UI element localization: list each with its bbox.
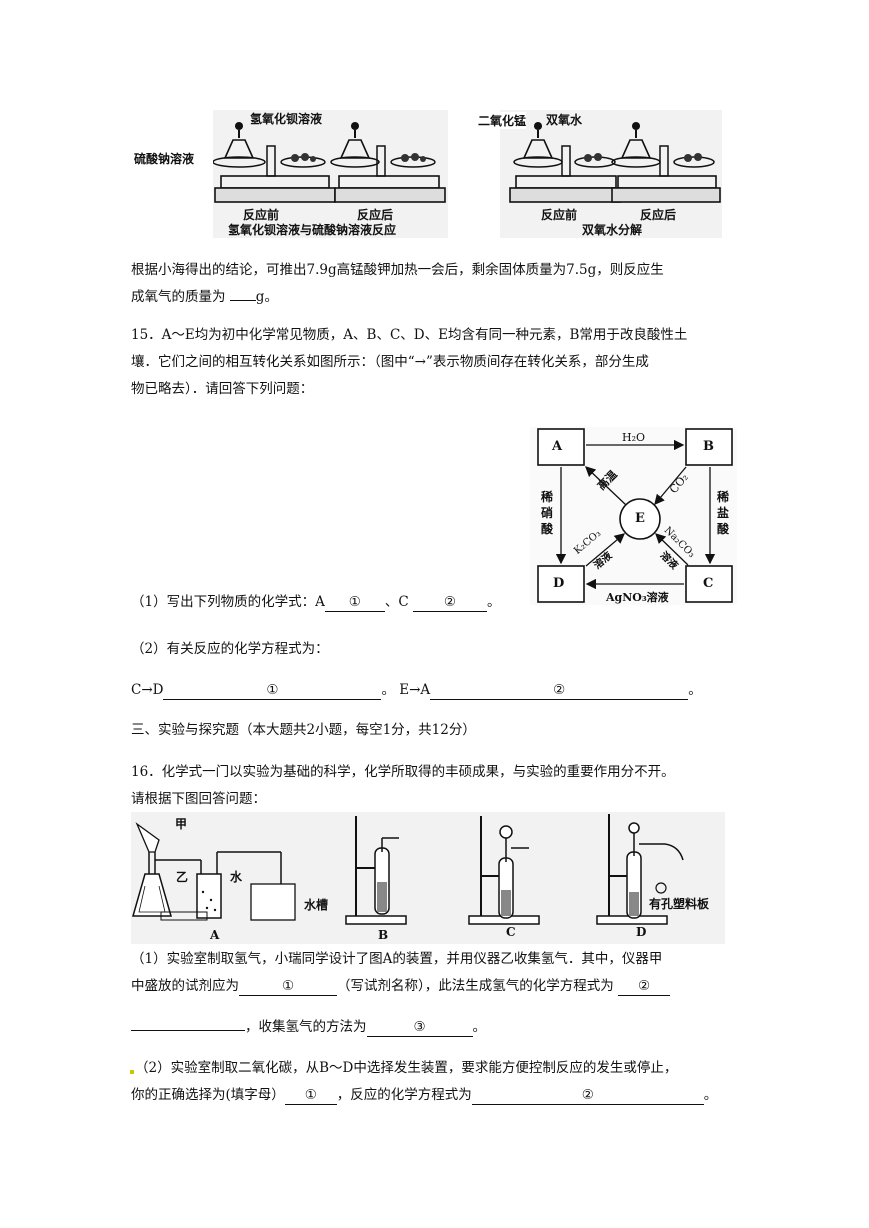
q16-line2: 请根据下图回答问题： <box>131 791 266 807</box>
balance-right-before: 反应前 <box>541 208 578 222</box>
balance-left-before: 反应前 <box>243 208 280 222</box>
balance-figure-right <box>500 110 722 238</box>
q15-line3: 物已略去）．请回答下列问题： <box>131 381 314 397</box>
q16-p1-line2-a: 中盛放的试剂应为 <box>131 978 239 994</box>
q14-line1: 根据小海得出的结论，可推出7.9g高锰酸钾加热一会后，剩余固体质量为7.5g，则… <box>131 262 664 278</box>
apparatus-label-A: A <box>210 928 220 942</box>
q15-sub1-prefix: （1）写出下列物质的化学式：A <box>131 594 325 610</box>
section-3-heading: 三、实验与探究题（本大题共2小题，每空1分，共12分） <box>131 722 476 738</box>
balance-left-caption: 氢氧化钡溶液与硫酸钠溶液反应 <box>228 223 397 237</box>
apparatus-plate-label: 有孔塑料板 <box>649 895 710 912</box>
apparatus-water-label: 水 <box>230 870 243 884</box>
apparatus-trough-label: 水槽 <box>304 898 329 912</box>
balance-right-caption: 双氧水分解 <box>582 223 643 237</box>
label-a-to-d-1: 稀 <box>541 490 554 504</box>
q15-eq1-prefix: C→D <box>131 682 164 698</box>
balance-right-after: 反应后 <box>640 208 677 222</box>
label-a-to-d-3: 酸 <box>541 522 554 536</box>
q15-C-formula-blank[interactable]: ② <box>412 593 487 612</box>
apparatus-illustration <box>132 814 684 925</box>
q14-line2-suffix: g。 <box>255 289 278 305</box>
q14-line2: 成氧气的质量为 g。 <box>131 282 278 312</box>
balance-right-illustration <box>509 122 721 203</box>
label-b-to-c-1: 稀 <box>717 490 730 504</box>
q16-line1: 16．化学式一门以实验为基础的科学，化学所取得的丰硕成果，与实验的重要作用分不开… <box>131 764 675 780</box>
balance-right-label-top: 双氧水 <box>546 113 583 127</box>
apparatus-yi-label: 乙 <box>176 870 189 884</box>
apparatus-jia-label: 甲 <box>175 817 188 831</box>
balance-left-label-top: 氢氧化钡溶液 <box>250 112 323 126</box>
q16-p2-line2-b: ，反应的化学方程式为 <box>336 1087 472 1103</box>
q16-hydrogen-equation-blank[interactable]: ② <box>618 977 671 996</box>
q15-sub2: （2）有关反应的化学方程式为： <box>131 641 329 657</box>
node-D: D <box>553 576 565 591</box>
label-a-to-d-2: 硝 <box>541 506 554 520</box>
conversion-diagram-arrows <box>537 428 733 603</box>
q16-p2-end: 。 <box>703 1087 718 1103</box>
apparatus-figure <box>131 812 725 944</box>
node-A: A <box>552 439 563 454</box>
label-c-to-d: AgNO₃溶液 <box>606 591 669 604</box>
q14-line2-prefix: 成氧气的质量为 <box>131 289 230 305</box>
yellow-dot-mark <box>130 1070 134 1074</box>
q15-eq-end: 。 <box>688 682 702 698</box>
q16-collection-method-blank[interactable]: ③ <box>366 1018 473 1037</box>
q15-c-to-d-equation-blank[interactable]: ① <box>163 681 382 700</box>
balance-left-illustration <box>212 122 446 203</box>
q15-sub1-mid: 、C <box>384 594 413 610</box>
q15-line1: 15．A～E均为初中化学常见物质，A、B、C、D、E均含有同一种元素，B常用于改… <box>131 327 688 343</box>
node-E: E <box>635 511 645 526</box>
q15-A-formula-blank[interactable]: ① <box>324 593 385 612</box>
q15-line2: 壤．它们之间的相互转化关系如图所示：（图中“→”表示物质间存在转化关系，部分生成 <box>131 354 649 370</box>
node-C: C <box>703 576 714 591</box>
apparatus-label-D: D <box>636 925 647 939</box>
q15-e-to-a-equation-blank[interactable]: ② <box>430 681 689 700</box>
q16-co2-equation-blank[interactable]: ② <box>471 1086 704 1105</box>
q15-sub1-end: 。 <box>486 594 501 610</box>
label-b-to-c-2: 盐 <box>717 506 730 520</box>
q16-hydrogen-equation-continued-blank[interactable] <box>131 1012 245 1031</box>
balance-figure-left <box>212 110 448 238</box>
conversion-diagram <box>530 427 737 605</box>
q14-oxygen-mass-blank[interactable] <box>229 282 256 301</box>
balance-left-after: 反应后 <box>357 208 394 222</box>
apparatus-label-C: C <box>506 925 516 939</box>
balance-left-label-left: 硫酸钠溶液 <box>134 150 195 167</box>
q16-p2-line1: （2）实验室制取二氧化碳，从B～D中选择发生装置，要求能方便控制反应的发生或停止… <box>135 1060 678 1076</box>
q16-p1-line3-b: ，收集氢气的方法为 <box>245 1019 367 1035</box>
q16-p2-line2-a: 你的正确选择为(填字母） <box>131 1087 285 1103</box>
label-a-to-b: H₂O <box>622 431 646 444</box>
label-b-to-c-3: 酸 <box>717 522 730 536</box>
q16-p1-line3-end: 。 <box>472 1019 487 1035</box>
q15-eq1-mid: 。 E→A <box>381 682 431 698</box>
q16-p1-line1: （1）实验室制取氢气，小瑞同学设计了图A的装置，并用仪器乙收集氢气．其中，仪器甲 <box>131 951 663 967</box>
q16-reagent-blank[interactable]: ① <box>239 977 337 996</box>
apparatus-label-B: B <box>378 928 389 942</box>
node-B: B <box>703 439 714 454</box>
balance-right-label-left: 二氧化锰 <box>478 112 527 129</box>
q16-apparatus-choice-blank[interactable]: ① <box>284 1086 337 1105</box>
q16-p1-line2-b: （写试剂名称），此法生成氢气的化学方程式为 <box>337 978 619 994</box>
